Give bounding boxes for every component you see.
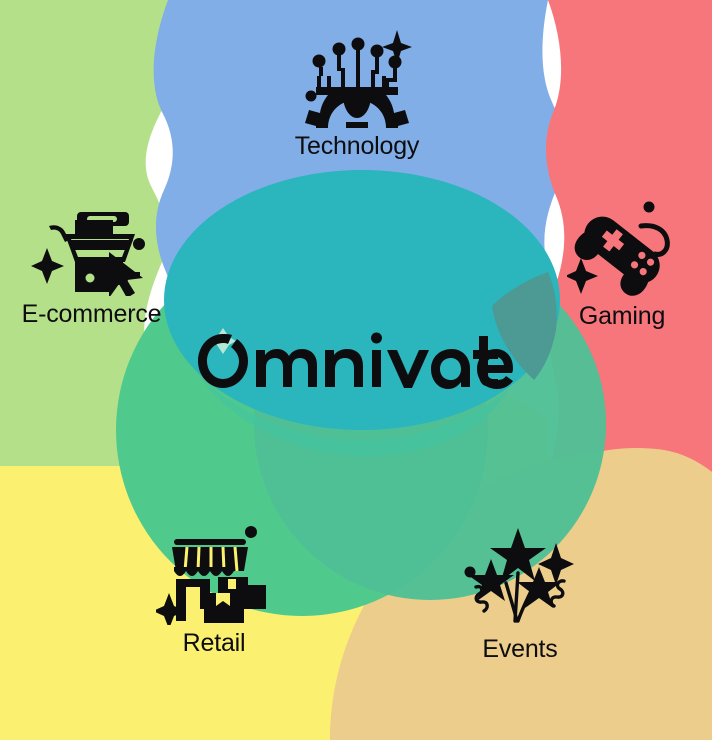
shopping-cart-cursor-icon bbox=[30, 212, 145, 296]
overlap-teal-gaming bbox=[492, 272, 557, 380]
node-label-retail: Retail bbox=[182, 629, 246, 657]
node-technology[interactable]: Technology bbox=[252, 24, 462, 159]
node-label-events: Events bbox=[482, 635, 558, 663]
game-controller-icon bbox=[567, 201, 670, 296]
overlap-gaming-events bbox=[548, 448, 712, 740]
node-label-technology: Technology bbox=[294, 132, 420, 160]
tech-circuit-gear-icon bbox=[305, 30, 412, 128]
node-gaming[interactable]: Gaming bbox=[552, 198, 692, 329]
node-label-ecommerce: E-commerce bbox=[21, 300, 162, 328]
fireworks-stars-icon bbox=[464, 528, 574, 623]
logo-wordmark bbox=[198, 332, 513, 389]
brand-logo bbox=[196, 328, 526, 394]
storefront-boxes-icon bbox=[156, 526, 266, 625]
node-ecommerce[interactable]: E-commerce bbox=[4, 196, 179, 327]
omnivate-logo-svg bbox=[198, 328, 513, 389]
center-circle-teal-core bbox=[232, 170, 492, 430]
node-events[interactable]: Events bbox=[440, 527, 600, 662]
overlap-teal-green bbox=[196, 372, 510, 456]
node-retail[interactable]: Retail bbox=[140, 523, 288, 656]
node-label-gaming: Gaming bbox=[578, 302, 666, 330]
